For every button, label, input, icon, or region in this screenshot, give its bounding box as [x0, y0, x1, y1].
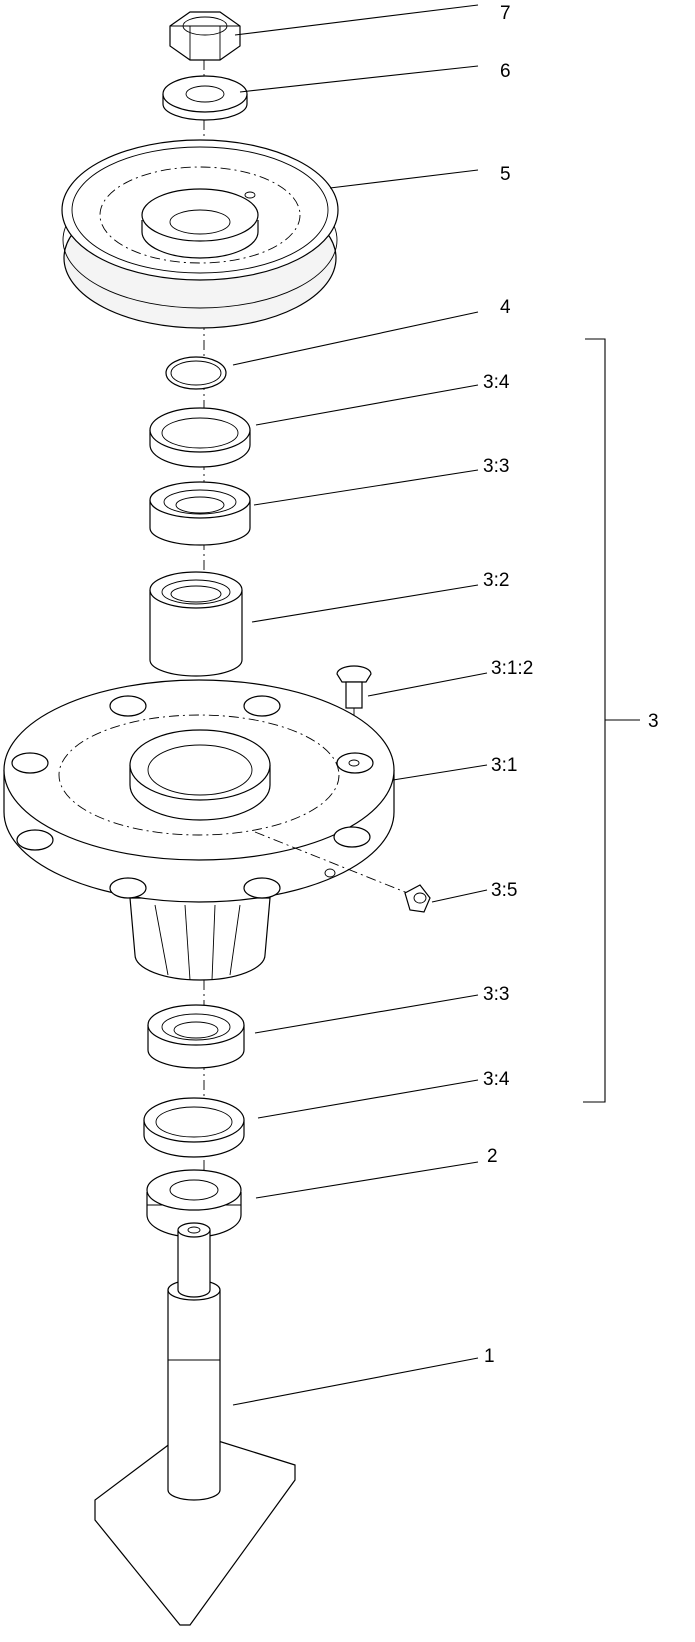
part-1-spindle-shaft	[94, 1222, 296, 1626]
part-3-4-lower-seal	[143, 1097, 245, 1158]
part-3-4-upper-seal	[149, 407, 251, 468]
part-3-1-housing	[3, 679, 421, 981]
part-3-3-upper-bearing	[149, 481, 251, 546]
callout-3-4-upper: 3:4	[483, 372, 510, 393]
part-7-hex-nut	[169, 11, 241, 61]
callout-1: 1	[484, 1346, 495, 1367]
part-3-1-2-pin	[336, 665, 372, 740]
callout-labels: 7 6 5 4 3:4 3:3 3:2 3:1:2 3:1 3:5 3:3 3:…	[483, 3, 659, 1367]
callout-5: 5	[500, 164, 511, 185]
part-4-snap-ring	[165, 356, 227, 390]
callout-3-assembly: 3	[648, 711, 659, 732]
callout-4: 4	[500, 297, 511, 318]
part-5-pulley	[61, 139, 339, 329]
callout-3-2: 3:2	[483, 570, 509, 591]
part-3-2-spacer-tube	[149, 571, 243, 677]
callout-3-3-upper: 3:3	[483, 456, 509, 477]
part-3-3-lower-bearing	[147, 1004, 245, 1069]
callout-3-1-2: 3:1:2	[491, 658, 533, 679]
callout-3-5: 3:5	[491, 880, 517, 901]
callout-3-1: 3:1	[491, 755, 517, 776]
callout-7: 7	[500, 3, 511, 24]
callout-3-3-lower: 3:3	[483, 984, 509, 1005]
leader-lines	[232, 4, 640, 1406]
callout-3-4-lower: 3:4	[483, 1069, 510, 1090]
part-2-seal-cap	[146, 1169, 242, 1238]
callout-6: 6	[500, 61, 511, 82]
part-6-spacer	[162, 75, 248, 121]
part-3-5-grease-fitting	[404, 884, 431, 913]
callout-2: 2	[487, 1146, 498, 1167]
